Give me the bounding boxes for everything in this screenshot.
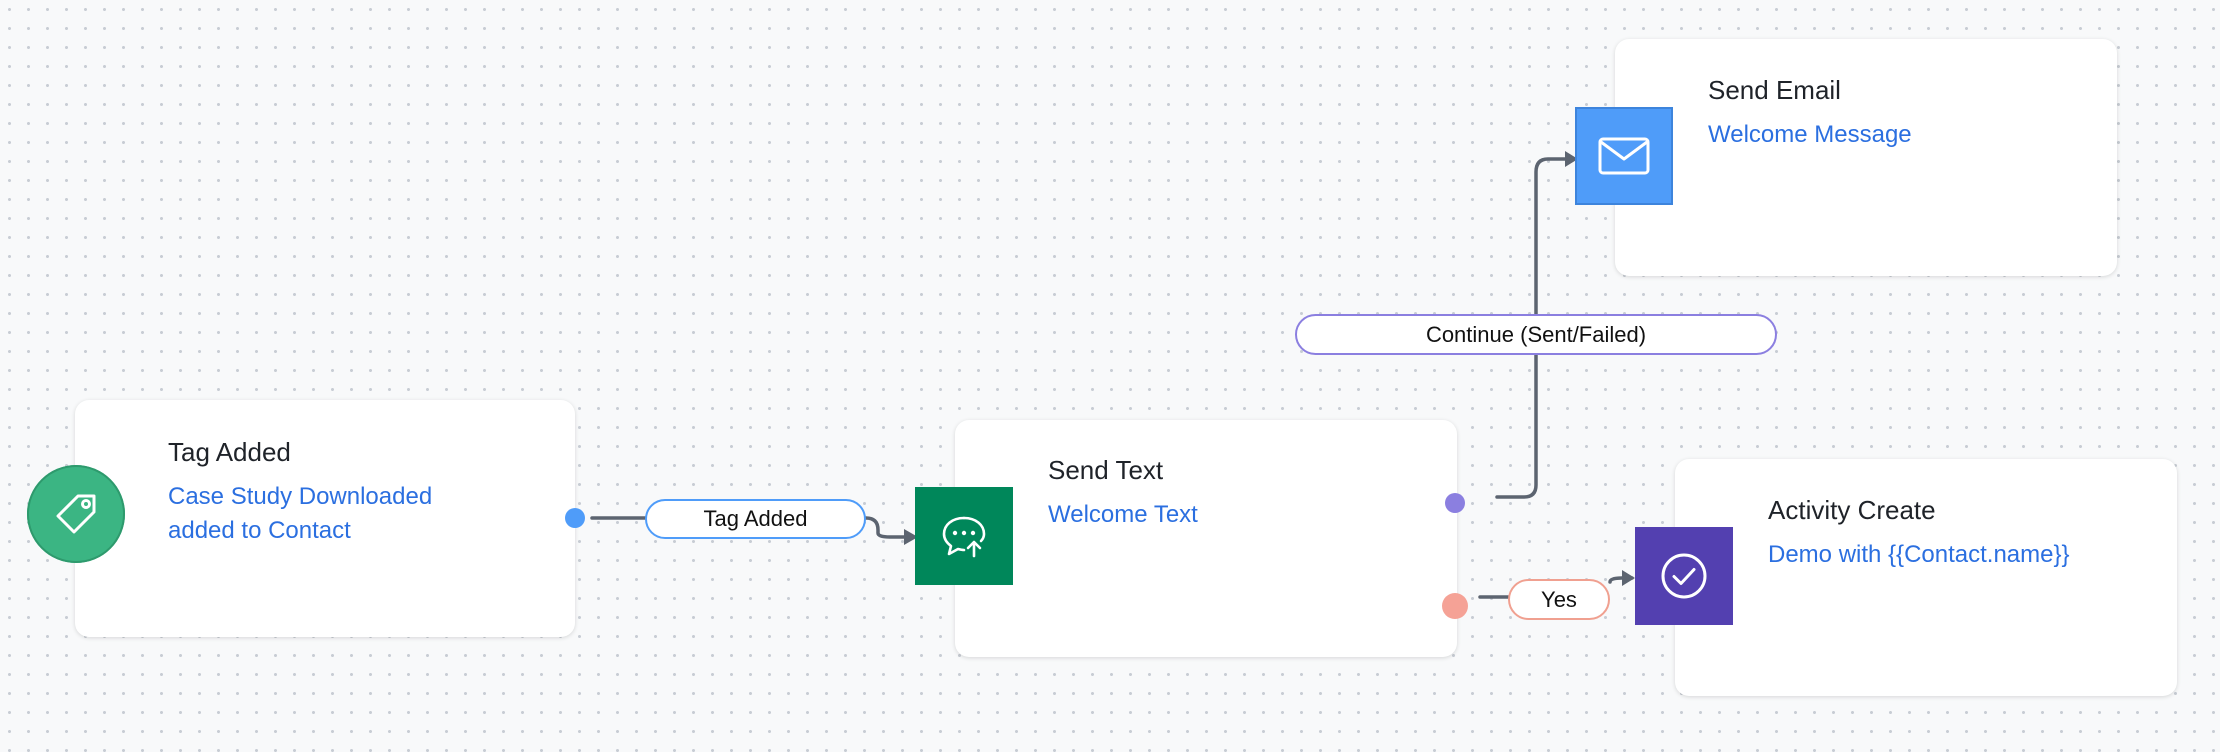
arrowhead-activity-create [1622, 570, 1635, 586]
edge-label-yes[interactable]: Yes [1508, 579, 1610, 620]
node-description[interactable]: Demo with {{Contact.name}} [1768, 541, 2070, 568]
node-title: Send Text [1048, 455, 1164, 485]
sms-icon [942, 516, 986, 558]
arrowhead-send-text [904, 529, 918, 545]
node-card-send-email[interactable]: Send Email Welcome Message [1615, 39, 2117, 276]
node-title: Tag Added [168, 437, 291, 467]
check-circle-icon [1661, 553, 1707, 599]
node-card-send-text[interactable]: Send Text Welcome Text [955, 420, 1457, 657]
output-port-yes[interactable] [1442, 593, 1468, 619]
output-port-tag-added[interactable] [565, 508, 585, 528]
tag-icon [56, 494, 96, 534]
node-description-line-1: Case Study Downloaded [168, 483, 433, 510]
output-port-continue[interactable] [1445, 493, 1465, 513]
node-description[interactable]: Welcome Message [1708, 121, 1912, 148]
edge-label-tag-added[interactable]: Tag Added [645, 499, 866, 539]
connector-tag-to-text [590, 516, 907, 539]
node-card-activity-create[interactable]: Activity Create Demo with {{Contact.name… [1675, 459, 2177, 696]
node-title: Activity Create [1768, 495, 1936, 525]
node-icon-send-email[interactable] [1575, 107, 1673, 205]
node-title: Send Email [1708, 75, 1841, 105]
node-icon-send-text[interactable] [915, 487, 1013, 585]
node-card-tag-added[interactable]: Tag Added Case Study Downloaded added to… [75, 400, 575, 637]
node-description[interactable]: Welcome Text [1048, 501, 1198, 528]
node-icon-tag-added[interactable] [27, 465, 125, 563]
node-description[interactable]: Case Study Downloaded added to Contact [168, 480, 432, 548]
envelope-icon [1598, 137, 1650, 175]
node-icon-activity-create[interactable] [1635, 527, 1733, 625]
arrowhead-send-email [1565, 151, 1578, 167]
connector-text-to-activity [1478, 576, 1634, 599]
edge-label-continue[interactable]: Continue (Sent/Failed) [1295, 314, 1777, 355]
node-description-line-2: added to Contact [168, 517, 351, 544]
